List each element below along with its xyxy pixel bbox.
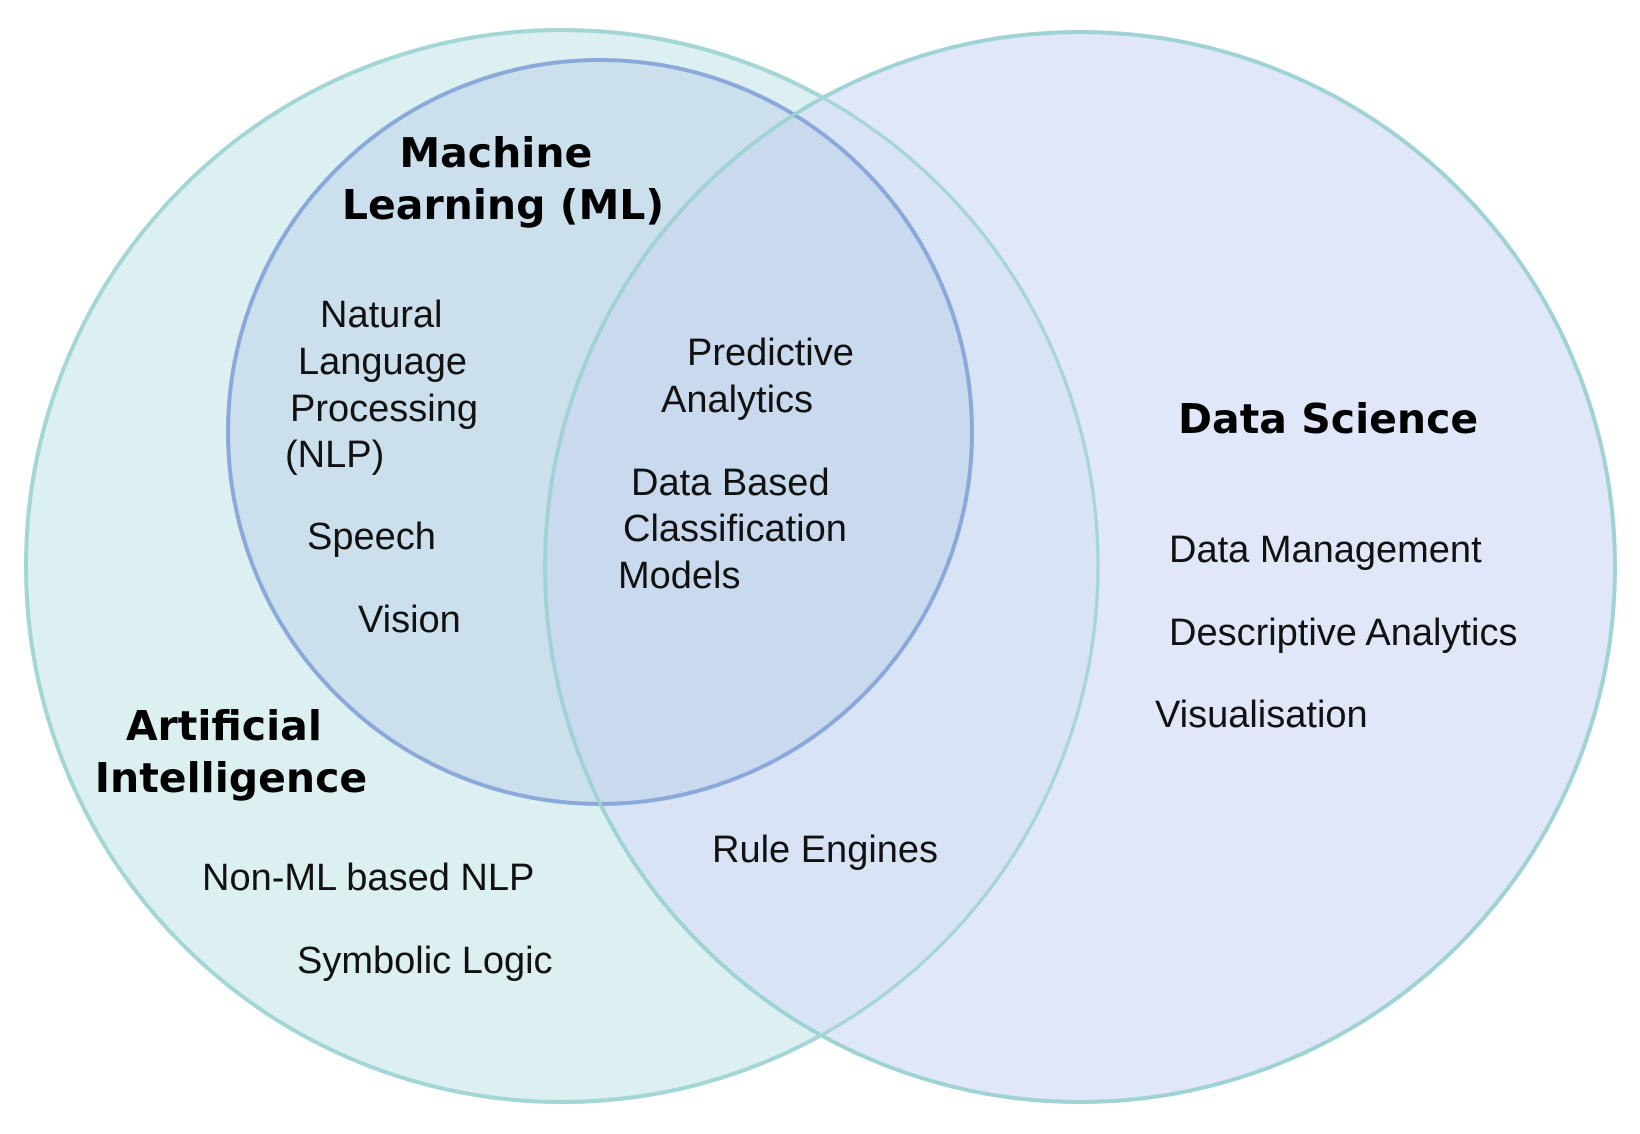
ml-item-speech: Speech: [307, 516, 436, 558]
ds-item-visualisation: Visualisation: [1155, 694, 1368, 736]
machine-learning-title: Machine Learning (ML): [342, 129, 664, 229]
classification-models-line-1: Data Based: [631, 462, 830, 504]
classification-models-line-2: Classification: [623, 508, 847, 550]
machine-learning-title-line-1: Machine: [399, 129, 592, 177]
overlap-item-rule-engines: Rule Engines: [712, 829, 938, 871]
predictive-analytics-line-1: Predictive: [687, 332, 854, 374]
ds-item-data-management: Data Management: [1169, 529, 1482, 571]
artificial-intelligence-title-line-2: Intelligence: [95, 754, 367, 802]
artificial-intelligence-circle-outline: [24, 28, 1100, 1104]
overlap-item-predictive-analytics: Predictive Analytics: [661, 332, 864, 421]
ml-item-nlp-line-3: Processing: [290, 388, 478, 430]
machine-learning-title-line-2: Learning (ML): [342, 181, 664, 229]
ml-item-nlp-line-2: Language: [298, 341, 467, 383]
artificial-intelligence-title-line-1: Artificial: [126, 702, 322, 750]
ds-item-descriptive-analytics: Descriptive Analytics: [1169, 612, 1517, 654]
ml-item-nlp-line-1: Natural: [320, 294, 443, 336]
data-science-circle-outline: [543, 30, 1617, 1104]
data-science-title: Data Science: [1178, 395, 1478, 443]
overlap-item-classification-models: Data Based Classification Models: [618, 462, 857, 597]
artificial-intelligence-title: Artificial Intelligence: [95, 702, 367, 802]
ml-item-nlp: Natural Language Processing (NLP): [285, 294, 489, 476]
ml-item-vision: Vision: [358, 599, 461, 641]
ai-item-non-ml-nlp: Non-ML based NLP: [202, 857, 534, 899]
ai-item-symbolic-logic: Symbolic Logic: [297, 940, 553, 982]
predictive-analytics-line-2: Analytics: [661, 379, 813, 421]
classification-models-line-3: Models: [618, 555, 741, 597]
ml-item-nlp-line-4: (NLP): [285, 434, 384, 476]
